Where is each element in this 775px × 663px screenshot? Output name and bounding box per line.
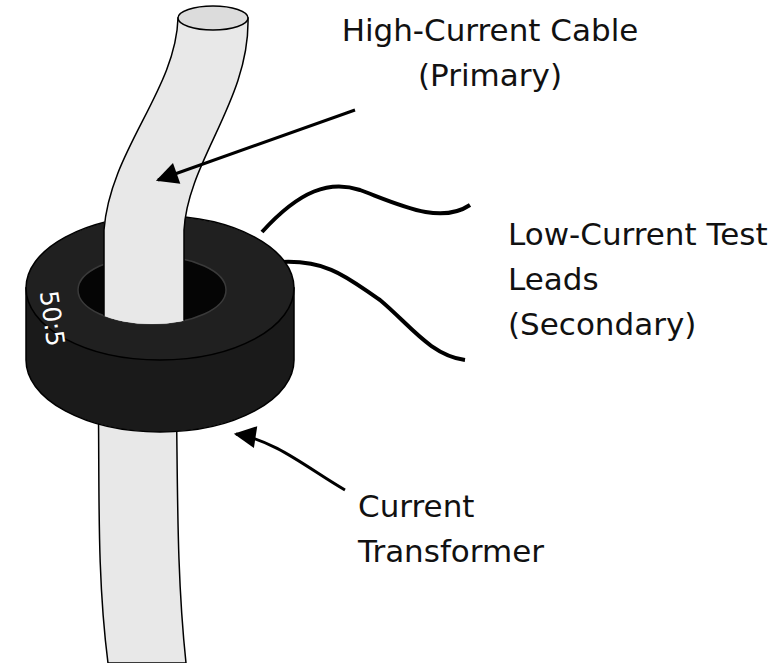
secondary-lead: [262, 186, 470, 232]
leader-arrow: [236, 434, 345, 490]
leader-arrow: [158, 110, 355, 180]
cable-end: [178, 6, 248, 30]
ratio-marking: 50:5: [36, 288, 69, 347]
callout-label: Low-Current Test Leads (Secondary): [508, 212, 770, 347]
cable-upper: [104, 18, 248, 340]
callout-label: High-Current Cable (Primary): [290, 8, 690, 98]
secondary-lead: [282, 262, 465, 360]
callout-label: Current Transformer: [358, 484, 648, 574]
